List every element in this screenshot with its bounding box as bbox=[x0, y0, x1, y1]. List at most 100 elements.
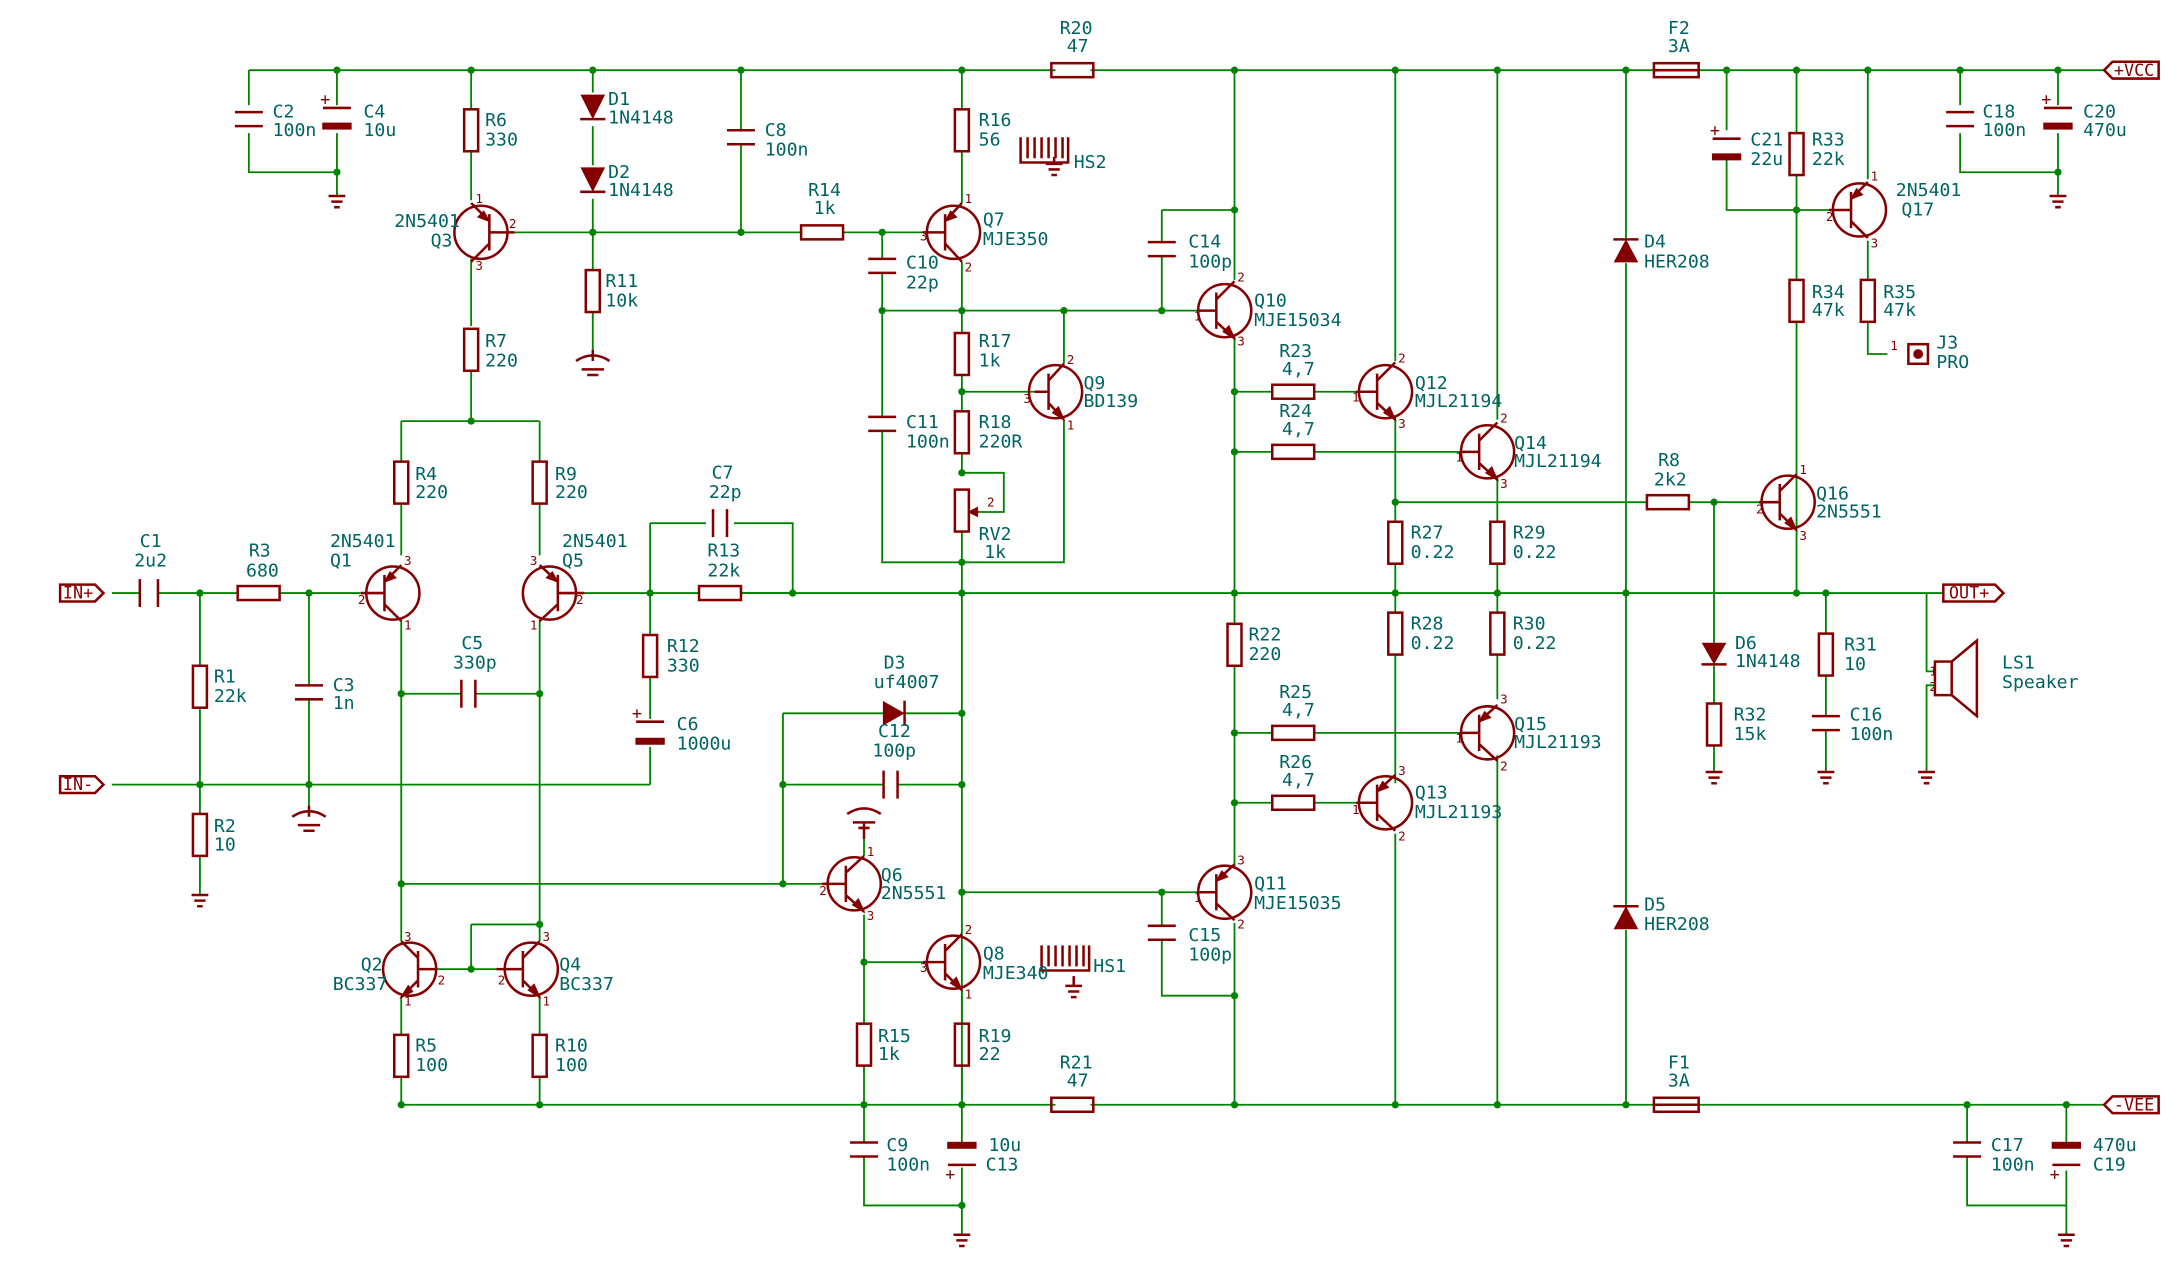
transistor-q9 bbox=[1027, 362, 1084, 422]
label-d6-val: 1N4148 bbox=[1735, 651, 1801, 672]
resistor-r14 bbox=[799, 224, 845, 241]
label-c13-ref: C13 bbox=[986, 1154, 1019, 1175]
label-q17-val: 2N5401 bbox=[1896, 180, 1962, 201]
label-hs1-ref: HS1 bbox=[1093, 956, 1126, 977]
label-q12-ref: Q12 bbox=[1415, 373, 1448, 394]
label-c14-val: 100p bbox=[1188, 251, 1232, 272]
label-d5-ref: D5 bbox=[1644, 894, 1666, 915]
net-label-vee: -VEE bbox=[2102, 1094, 2160, 1115]
label-c8-val: 100n bbox=[765, 139, 809, 160]
label-r34-ref: R34 bbox=[1812, 282, 1845, 303]
transistor-q13 bbox=[1356, 773, 1414, 832]
resistor-r34 bbox=[1788, 278, 1805, 324]
capacitor-c18 bbox=[1946, 110, 1975, 128]
resistor-r32 bbox=[1705, 702, 1723, 747]
svg-text:1: 1 bbox=[1194, 308, 1202, 323]
label-c21-ref: C21 bbox=[1750, 130, 1783, 151]
diode-d4 bbox=[1613, 238, 1639, 263]
label-r19-val: 22 bbox=[979, 1044, 1001, 1065]
label-r14-ref: R14 bbox=[808, 180, 841, 201]
label-d1-val: 1N4148 bbox=[608, 107, 674, 128]
svg-text:3: 3 bbox=[1237, 852, 1245, 867]
svg-text:2: 2 bbox=[1398, 350, 1406, 365]
label-r21-val: 47 bbox=[1067, 1071, 1089, 1092]
label-r28-val: 0.22 bbox=[1411, 633, 1455, 654]
resistor-r12 bbox=[641, 633, 659, 679]
ground-icon bbox=[191, 893, 209, 908]
label-r1-val: 22k bbox=[214, 686, 247, 707]
svg-text:1: 1 bbox=[1194, 890, 1202, 905]
label-r23-val: 4,7 bbox=[1282, 359, 1315, 380]
svg-text:1: 1 bbox=[965, 987, 973, 1002]
resistors bbox=[191, 61, 1877, 1114]
diodes bbox=[580, 94, 1727, 930]
ground-icon bbox=[1045, 156, 1063, 177]
electrolytic-capacitor-c4: + bbox=[320, 89, 352, 130]
label-r27-val: 0.22 bbox=[1411, 542, 1455, 563]
label-c13-val: 10u bbox=[988, 1135, 1021, 1156]
resistor-r21 bbox=[1050, 1096, 1095, 1114]
svg-text:2: 2 bbox=[358, 592, 366, 607]
label-r12-val: 330 bbox=[667, 655, 700, 676]
label-c20-ref: C20 bbox=[2083, 102, 2116, 123]
label-q1-ref: Q1 bbox=[330, 550, 352, 571]
label-q15-ref: Q15 bbox=[1514, 714, 1547, 735]
label-r10-val: 100 bbox=[555, 1055, 588, 1076]
label-c16-ref: C16 bbox=[1850, 704, 1883, 725]
svg-text:1: 1 bbox=[1890, 338, 1898, 353]
label-r27-ref: R27 bbox=[1411, 523, 1444, 544]
label-r4-val: 220 bbox=[415, 482, 448, 503]
label-r30-val: 0.22 bbox=[1513, 633, 1557, 654]
label-r15-ref: R15 bbox=[878, 1026, 911, 1047]
label-r22-ref: R22 bbox=[1248, 625, 1281, 646]
label-c6-val: 1000u bbox=[677, 734, 732, 755]
label-r8-val: 2k2 bbox=[1654, 469, 1687, 490]
label-q16-val: 2N5551 bbox=[1816, 502, 1882, 523]
svg-text:1: 1 bbox=[404, 993, 412, 1008]
capacitor-c8 bbox=[727, 129, 755, 146]
label-r9-ref: R9 bbox=[555, 464, 577, 485]
resistor-r13 bbox=[697, 584, 743, 602]
transistor-q12 bbox=[1356, 361, 1414, 422]
connector-j3 bbox=[1907, 342, 1930, 366]
label-c16-val: 100n bbox=[1850, 724, 1894, 745]
label-r34-val: 47k bbox=[1812, 300, 1845, 321]
label-r20-val: 47 bbox=[1067, 36, 1089, 57]
label-r32-val: 15k bbox=[1734, 724, 1767, 745]
label-r1-ref: R1 bbox=[214, 667, 236, 688]
svg-text:3: 3 bbox=[1237, 334, 1245, 349]
label-c10-val: 22p bbox=[906, 272, 939, 293]
resistor-r4 bbox=[392, 460, 410, 505]
label-c1-val: 2u2 bbox=[134, 550, 167, 571]
label-ls1-val: Speaker bbox=[2002, 672, 2079, 693]
label-r17-ref: R17 bbox=[979, 331, 1012, 352]
label-q2-val: BC337 bbox=[333, 974, 388, 995]
transistor-q6 bbox=[822, 854, 883, 914]
junctions bbox=[196, 66, 2070, 1210]
svg-text:IN+: IN+ bbox=[63, 583, 93, 603]
resistor-r16 bbox=[953, 108, 971, 153]
transistor-q8 bbox=[922, 933, 982, 992]
resistor-r29 bbox=[1489, 520, 1506, 565]
label-r6-val: 330 bbox=[485, 130, 518, 151]
label-r20-ref: R20 bbox=[1060, 18, 1093, 39]
label-q14-ref: Q14 bbox=[1514, 433, 1547, 454]
resistor-r1 bbox=[191, 664, 209, 709]
transistor-q16 bbox=[1758, 473, 1816, 532]
resistor-r27 bbox=[1387, 520, 1404, 565]
label-c7-val: 22p bbox=[709, 482, 742, 503]
svg-text:2: 2 bbox=[1500, 410, 1508, 425]
svg-text:+: + bbox=[1710, 120, 1720, 140]
label-r33-val: 22k bbox=[1812, 149, 1845, 170]
svg-text:1: 1 bbox=[1352, 802, 1360, 817]
label-c12-ref: C12 bbox=[878, 721, 911, 742]
capacitor-c11 bbox=[868, 415, 897, 433]
transistors bbox=[360, 181, 1888, 999]
label-r26-ref: R26 bbox=[1279, 752, 1312, 773]
label-q10-ref: Q10 bbox=[1254, 290, 1287, 311]
label-c9-val: 100n bbox=[886, 1154, 930, 1175]
net-label-out-plus: OUT+ bbox=[1942, 583, 2006, 603]
resistor-r2 bbox=[191, 812, 209, 858]
heatsink-hs2-icon bbox=[1019, 137, 1070, 164]
resistor-r3 bbox=[236, 584, 281, 602]
